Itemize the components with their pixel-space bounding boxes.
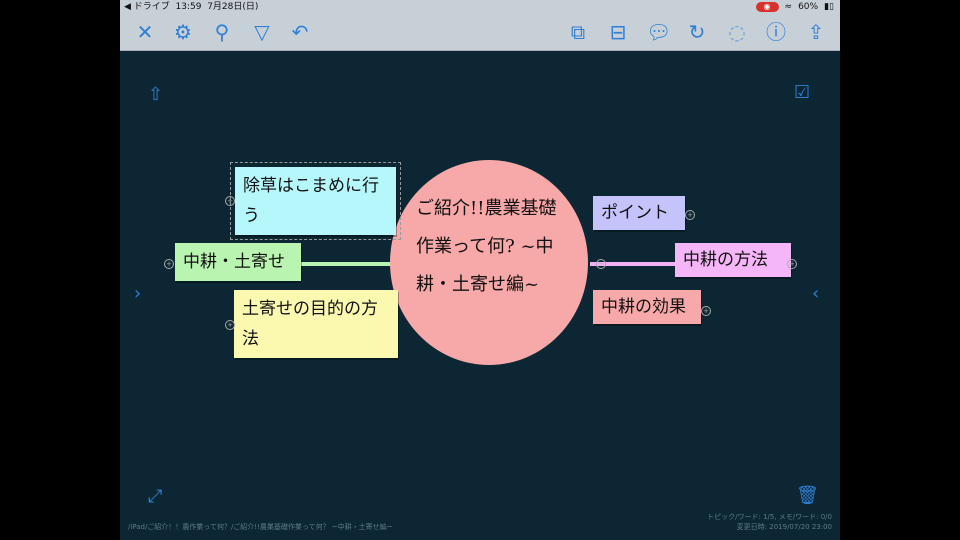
callout-icon[interactable]: 💬︎ — [646, 20, 672, 44]
search-icon[interactable]: ⚲ — [214, 20, 230, 44]
filter-icon[interactable]: ▽ — [254, 20, 270, 44]
time: 13:59 — [175, 2, 202, 12]
expand-plus-icon[interactable]: + — [787, 259, 797, 269]
undo-icon[interactable]: ↶ — [291, 20, 309, 44]
gear-icon[interactable]: ⚙ — [174, 20, 192, 44]
share-icon[interactable]: ⇪ — [807, 20, 825, 44]
connector — [300, 262, 400, 266]
close-icon[interactable]: ✕ — [136, 20, 154, 44]
recording-icon[interactable]: ◉ — [755, 2, 779, 12]
toolbar: ✕ ⚙ ⚲ ▽ ↶ ⧉ ⊟ 💬︎ ↻ ◌ ⓘ ⇪ — [120, 14, 840, 51]
topic-node[interactable]: ポイント — [593, 196, 685, 230]
expand-plus-icon[interactable]: + — [225, 196, 235, 206]
central-topic[interactable]: ご紹介!!農業基礎作業って何? ~中耕・土寄せ編~ — [390, 160, 588, 365]
chevron-right-icon[interactable]: ‹ — [812, 283, 820, 304]
mindmap-app: ◀ ドライブ 13:59 7月28日(日) ◉ ≈60% ▮▯ ✕ ⚙ ⚲ ▽ ↶ … — [120, 0, 840, 540]
connector — [590, 262, 680, 266]
expand-plus-icon[interactable]: + — [225, 320, 235, 330]
back-to-app[interactable]: ◀ ドライブ — [124, 2, 170, 12]
battery-icon: ▮▯ — [824, 2, 834, 12]
expand-plus-icon[interactable]: + — [685, 210, 695, 220]
add-sibling-topic-icon[interactable]: ⊟ — [609, 20, 627, 44]
status-bar: ◀ ドライブ 13:59 7月28日(日) ◉ ≈60% ▮▯ — [120, 0, 840, 14]
topic-node[interactable]: 土寄せの目的の方法 — [234, 290, 398, 358]
boundary-icon[interactable]: ◌ — [728, 20, 746, 44]
date: 7月28日(日) — [207, 2, 259, 12]
checkbox-icon[interactable]: ☑ — [794, 82, 811, 103]
trash-icon[interactable]: 🗑︎ — [796, 485, 819, 506]
info-icon[interactable]: ⓘ — [766, 20, 786, 44]
expand-plus-icon[interactable]: + — [701, 306, 711, 316]
add-child-topic-icon[interactable]: ⧉ — [570, 20, 586, 44]
topic-node[interactable]: 除草はこまめに行う — [230, 162, 401, 240]
relationship-icon[interactable]: ↻ — [688, 20, 706, 44]
expand-icon[interactable]: ⤢ — [148, 486, 163, 507]
topic-node[interactable]: 中耕の方法 — [675, 243, 791, 277]
topic-node[interactable]: 中耕の効果 — [593, 290, 701, 324]
collapse-minus-icon[interactable]: − — [596, 259, 606, 269]
breadcrumb: /iPad/ご紹介！！農作業って何？/ご紹介!!農業基礎作業って何？ ~中耕・土… — [128, 523, 393, 531]
expand-plus-icon[interactable]: + — [164, 259, 174, 269]
chevron-left-icon[interactable]: › — [134, 283, 142, 304]
collapse-up-icon[interactable]: ⇧ — [148, 84, 164, 105]
battery-level: 60% — [798, 2, 819, 12]
wifi-icon: ≈ — [784, 2, 793, 12]
topic-node[interactable]: 中耕・土寄せ — [175, 243, 301, 281]
